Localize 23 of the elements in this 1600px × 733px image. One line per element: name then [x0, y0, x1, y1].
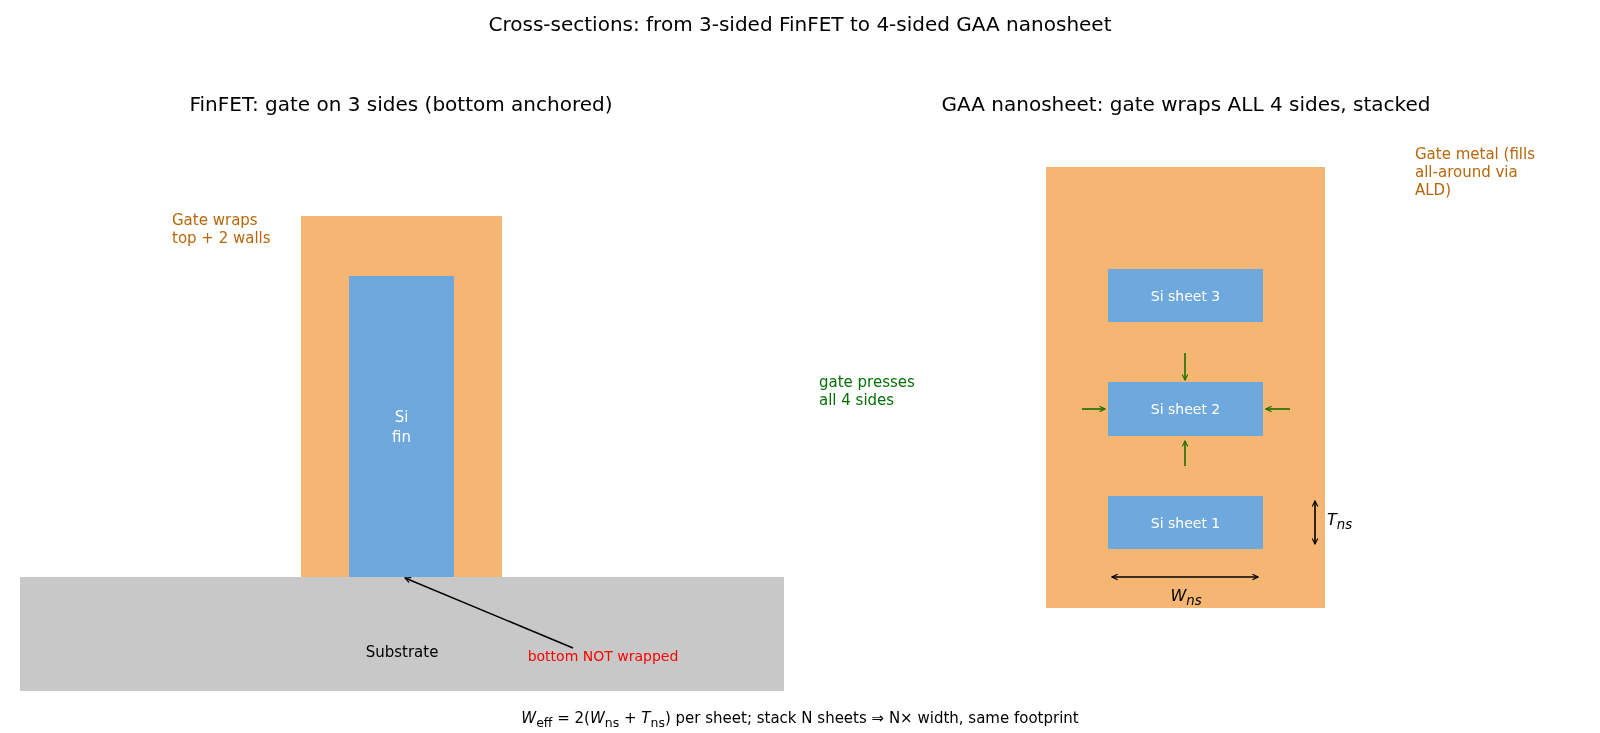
silicon-sheet: [1108, 269, 1263, 322]
box-label: Substrate: [365, 643, 439, 661]
diagram-title: Cross-sections: from 3-sided FinFET to 4-sided GAA nanosheet: [488, 12, 1112, 36]
box-label: Si sheet 1: [1150, 513, 1221, 532]
dimension-label: T$_{ns}$: [1327, 510, 1353, 534]
silicon-sheet: [1108, 496, 1263, 549]
silicon-sheet: [1108, 382, 1263, 436]
annotation-text: bottom NOT wrapped: [523, 648, 683, 666]
annotation-text: gate presses all 4 sides: [819, 373, 916, 409]
annotation-text: Gate metal (fills all-around via ALD): [1415, 145, 1536, 199]
dimension-label: W$_{ns}$: [1170, 586, 1202, 610]
leader-line: [404, 577, 574, 649]
caption: W$_{eff}$ = 2(W$_{ns}$ + T$_{ns}$) per sheet; stack N sheets ⇒ N× width, same footprint: [521, 709, 1079, 730]
box-label: Si sheet 2: [1150, 399, 1221, 419]
silicon-fin: [349, 276, 454, 578]
panel-title: FinFET: gate on 3 sides (bottom anchored): [189, 92, 613, 116]
gate-metal-block: [1046, 167, 1325, 608]
box-label: Si fin: [391, 407, 412, 447]
box-label: Si sheet 3: [1150, 286, 1221, 305]
gate-block: [301, 216, 502, 578]
substrate-block: [20, 577, 784, 691]
panel-title: GAA nanosheet: gate wraps ALL 4 sides, stacked: [941, 92, 1431, 116]
annotation-text: Gate wraps top + 2 walls: [172, 211, 272, 247]
